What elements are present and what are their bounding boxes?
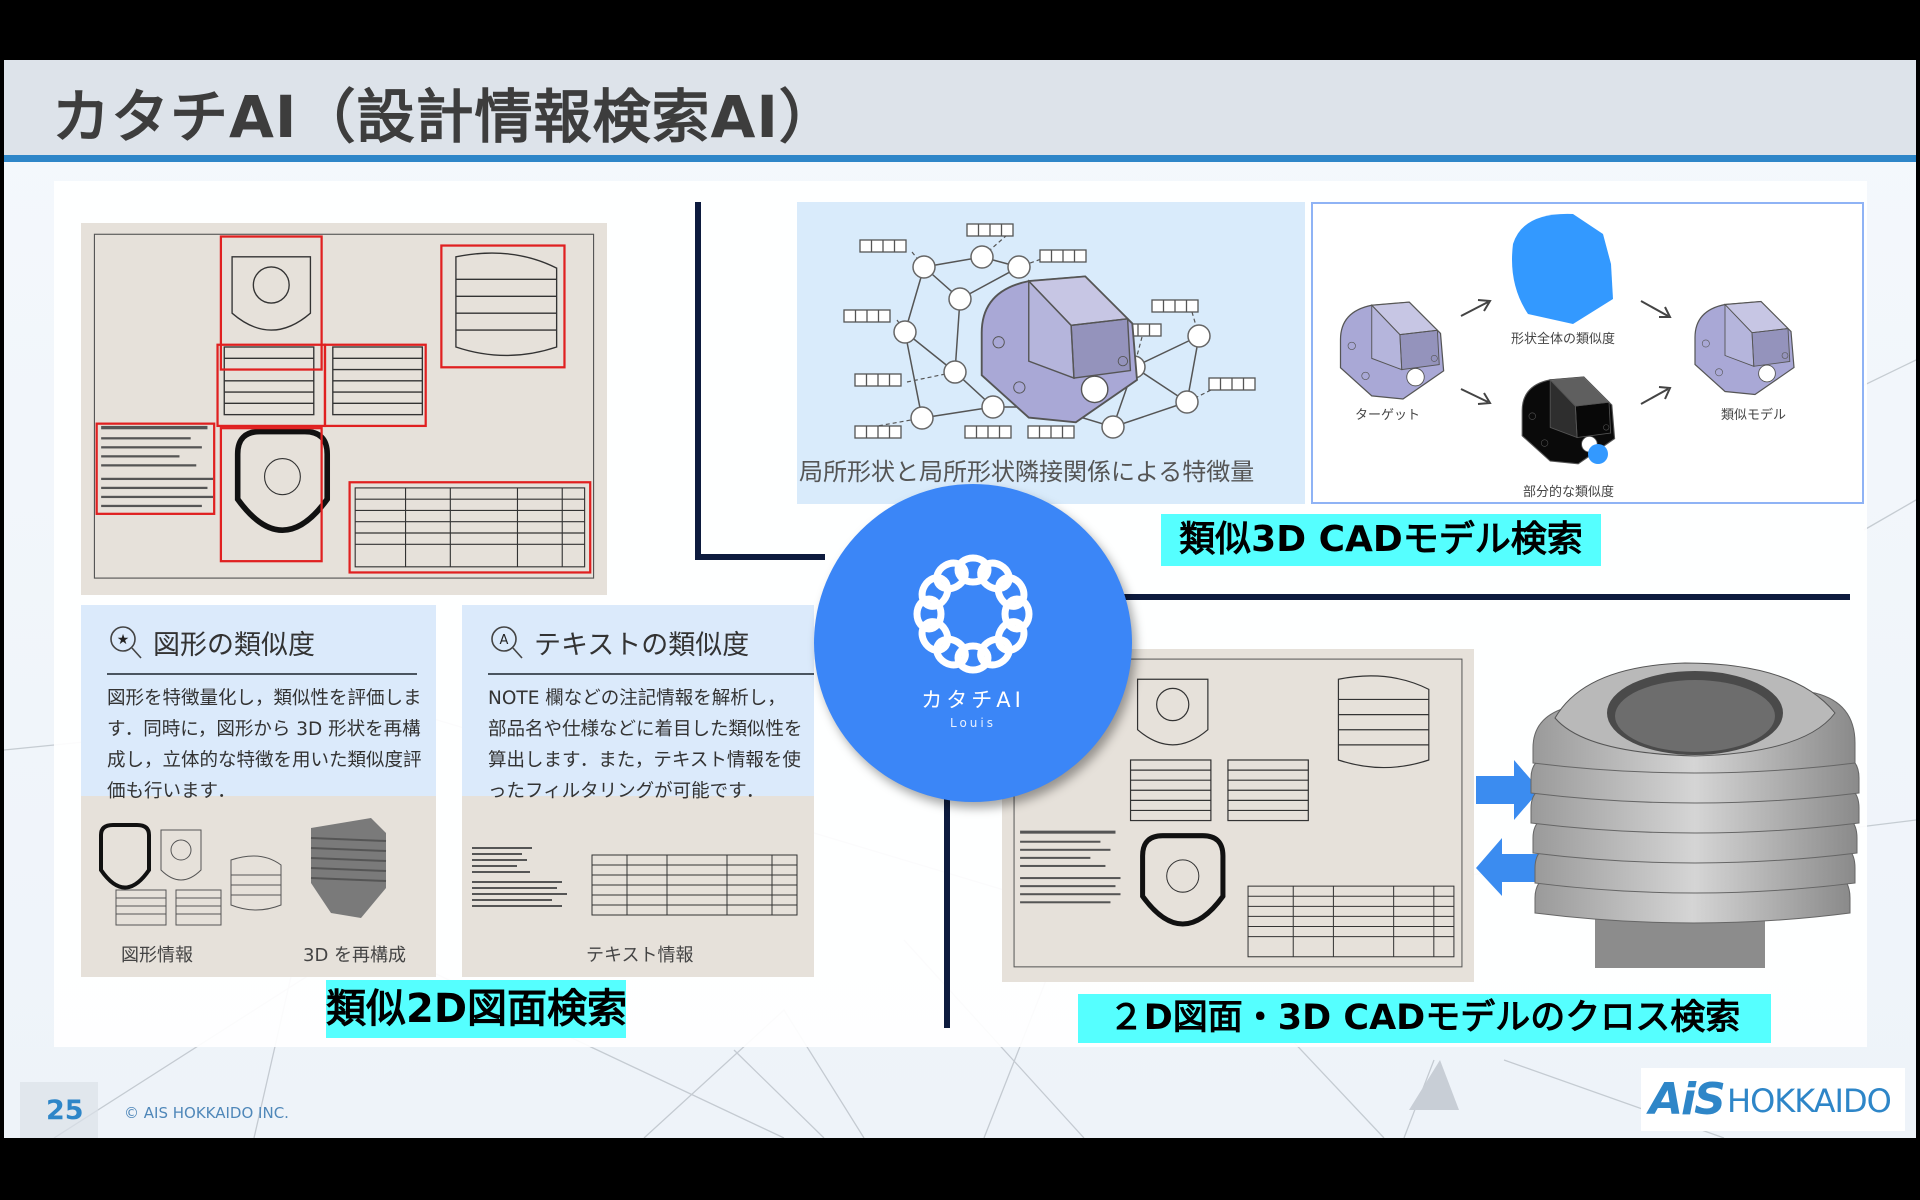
graph-caption: 局所形状と局所形状隣接関係による特徴量	[799, 458, 1255, 486]
logo-loop	[954, 554, 992, 586]
reconstructed-3d-image	[310, 818, 387, 918]
logo-loop	[1001, 595, 1033, 633]
ais-hokkaido-logo: AiS HOKKAIDO	[1641, 1068, 1905, 1131]
svg-text:A: A	[500, 633, 509, 648]
shape-info-image	[99, 823, 282, 926]
page-title: カタチAI（設計情報検索AI）	[52, 83, 838, 151]
logo-loop	[977, 635, 1013, 669]
arrow-right-icon	[1476, 760, 1540, 820]
shape-similarity-card: ★ 図形の類似度 図形を特徴量化し，類似性を評価します．同時に，図形から 3D …	[81, 605, 436, 977]
magnifier-star-icon: ★	[110, 626, 142, 659]
connector-line	[1090, 594, 1850, 600]
logo-loop	[954, 642, 992, 674]
card-body: NOTE 欄などの注記情報を解析し，部品名や仕様などに着目した類似性を算出します…	[488, 688, 803, 802]
label-cross-search: ２D図面・3D CADモデルのクロス検索	[1078, 994, 1771, 1043]
title-divider	[4, 155, 1916, 162]
connector-line	[695, 202, 701, 558]
connector-line	[944, 796, 950, 1028]
logo-loop	[918, 618, 952, 654]
flow-label-overall: 形状全体の類似度	[1511, 332, 1616, 347]
flow-label-partial: 部分的な類似度	[1523, 485, 1615, 500]
bidirectional-arrows	[1476, 760, 1540, 896]
arrow-left-icon	[1476, 838, 1540, 896]
katachi-ai-hub: カタチAI Louis	[814, 484, 1132, 802]
3d-cad-cylinder	[1530, 662, 1860, 968]
logo-loop	[933, 635, 969, 669]
logo-loop	[994, 574, 1028, 610]
hub-subtitle: Louis	[949, 716, 996, 730]
logo-loop	[918, 574, 952, 610]
card-body: 図形を特徴量化し，類似性を評価します．同時に，図形から 3D 形状を再構成し，立…	[107, 688, 422, 802]
logo-ais: AiS	[1649, 1074, 1726, 1125]
page-number-box	[20, 1082, 98, 1138]
svg-text:★: ★	[117, 632, 130, 648]
2d-drawing-annotated	[81, 223, 607, 595]
text-info-image	[472, 847, 798, 916]
magnifier-a-icon: A	[491, 626, 523, 659]
title-bar: カタチAI（設計情報検索AI）	[4, 60, 1916, 155]
card-title: テキストの類似度	[534, 630, 750, 661]
connector-line	[695, 554, 825, 560]
image-label: 3D を再構成	[303, 945, 407, 966]
logo-loop	[977, 559, 1013, 593]
flow-label-similar: 類似モデル	[1721, 408, 1787, 423]
similarity-flow-panel: ターゲット 形状全体の類似度 部分的な類似度 類似モデル	[1311, 202, 1864, 504]
logo-loop	[913, 595, 945, 633]
flow-label-target: ターゲット	[1355, 408, 1421, 423]
katachi-ai-logo-icon	[913, 554, 1033, 674]
card-title: 図形の類似度	[153, 630, 315, 661]
image-label: 図形情報	[121, 945, 193, 966]
hub-name: カタチAI	[921, 688, 1025, 712]
feature-graph-panel: 局所形状と局所形状隣接関係による特徴量	[797, 202, 1305, 504]
text-similarity-card: A テキストの類似度 NOTE 欄などの注記情報を解析し，部品名や仕様などに着目…	[462, 605, 814, 977]
label-2d-search: 類似2D図面検索	[326, 980, 627, 1038]
page-number: 25	[46, 1095, 84, 1126]
similarity-flow-image	[1339, 213, 1795, 465]
feature-graph-image	[843, 223, 1256, 439]
logo-hokkaido: HOKKAIDO	[1727, 1082, 1892, 1120]
logo-loop	[933, 559, 969, 593]
logo-loop	[994, 618, 1028, 654]
label-3d-search: 類似3D CADモデル検索	[1161, 514, 1601, 566]
image-label: テキスト情報	[586, 945, 694, 966]
slide: カタチAI（設計情報検索AI） ★ 図形の類似度 図形を特徴量化し，類似性を評価…	[4, 60, 1916, 1138]
copyright: © AIS HOKKAIDO INC.	[124, 1104, 289, 1122]
